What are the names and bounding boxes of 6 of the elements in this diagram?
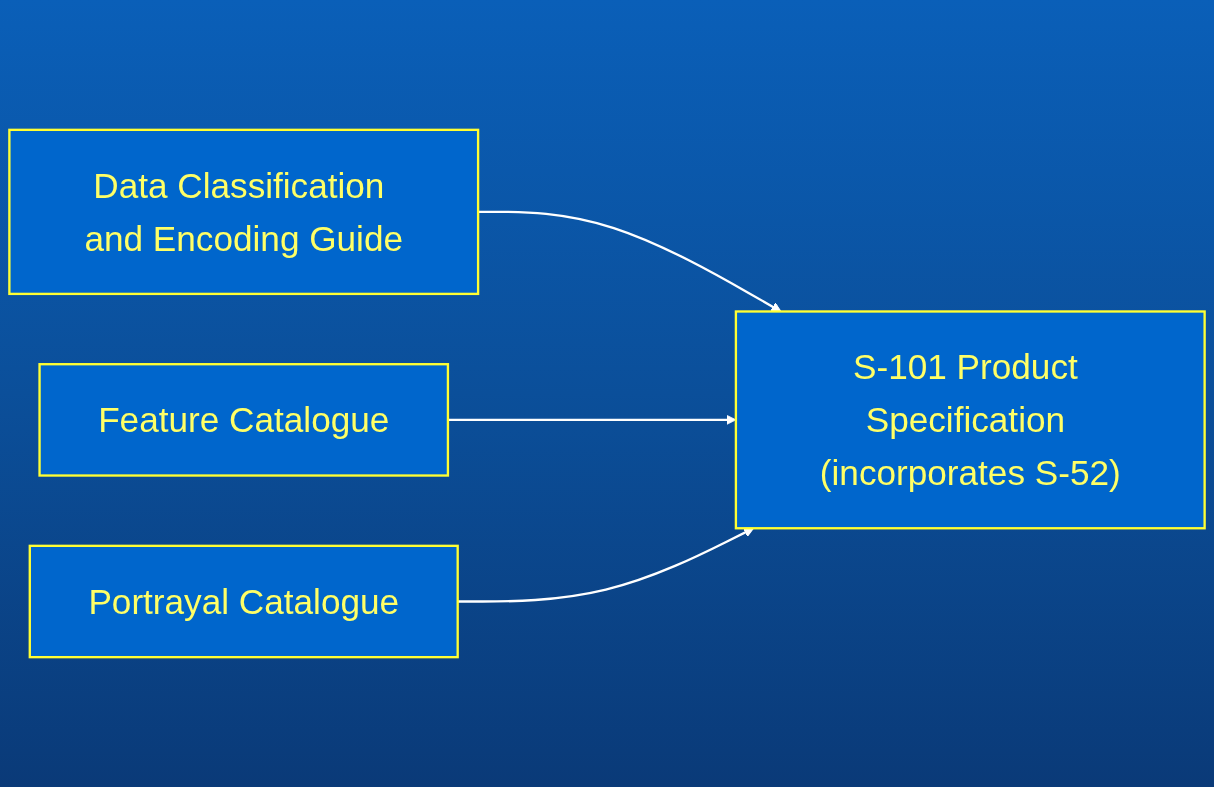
node-box: Data Classification and Encoding Guide: [8, 128, 480, 296]
arrow: [457, 527, 754, 603]
node-box: Feature Catalogue: [38, 363, 450, 477]
arrow: [478, 210, 782, 312]
node-box: Portrayal Catalogue: [28, 544, 459, 659]
node-box: S-101 Product Specification (incorporates S-52): [734, 310, 1206, 530]
